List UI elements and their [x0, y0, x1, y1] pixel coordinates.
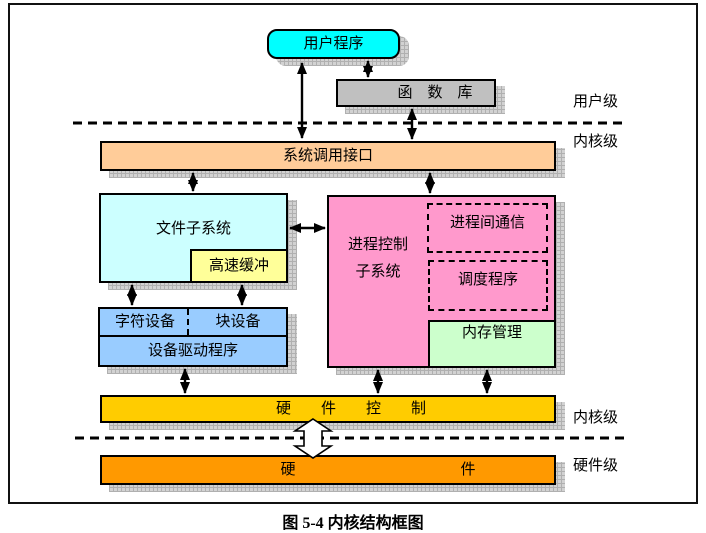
- hardware-box: 硬 件: [100, 455, 556, 485]
- ipc-box: 进程间通信: [427, 203, 548, 253]
- level-label-hardware: 硬件级: [573, 458, 619, 474]
- block-device-label: 块设备: [215, 313, 261, 330]
- device-driver-label: 设备驱动程序: [147, 342, 238, 359]
- char-device-label: 字符设备: [114, 313, 175, 330]
- buffer-cache-box: 高速缓冲: [190, 249, 288, 283]
- level-label-kernel-lower: 内核级: [573, 410, 619, 426]
- buffer-cache-label: 高速缓冲: [208, 257, 269, 274]
- system-call-interface-label: 系统调用接口: [282, 147, 373, 164]
- level-label-user: 用户级: [573, 94, 619, 110]
- user-program-label: 用户程序: [303, 35, 364, 52]
- user-program-box: 用户程序: [267, 29, 400, 59]
- scheduler-label: 调度程序: [457, 272, 518, 288]
- hardware-control-label: 硬 件 控 制: [275, 400, 426, 417]
- level-label-kernel-upper: 内核级: [573, 134, 619, 150]
- system-call-interface-box: 系统调用接口: [100, 141, 556, 171]
- process-control-label: 进程控制 子系统: [327, 232, 429, 286]
- file-subsystem-label: 文件子系统: [155, 220, 231, 237]
- process-control-label-line1: 进程控制: [347, 237, 408, 253]
- scheduler-box: 调度程序: [428, 260, 548, 311]
- hardware-label: 硬 件: [280, 461, 476, 478]
- process-control-label-line2: 子系统: [355, 264, 401, 280]
- ipc-label: 进程间通信: [449, 215, 525, 231]
- memory-management-box: 内存管理: [428, 320, 556, 368]
- memory-management-label: 内存管理: [461, 325, 522, 341]
- function-library-label: 函 数 库: [397, 84, 473, 101]
- function-library-box: 函 数 库: [336, 79, 496, 107]
- hardware-control-box: 硬 件 控 制: [100, 395, 556, 423]
- device-driver-box: 设备驱动程序: [98, 335, 288, 367]
- device-row-divider: [187, 309, 189, 335]
- device-row-box: 字符设备 块设备: [98, 307, 288, 337]
- figure-caption: 图 5-4 内核结构框图: [282, 515, 424, 532]
